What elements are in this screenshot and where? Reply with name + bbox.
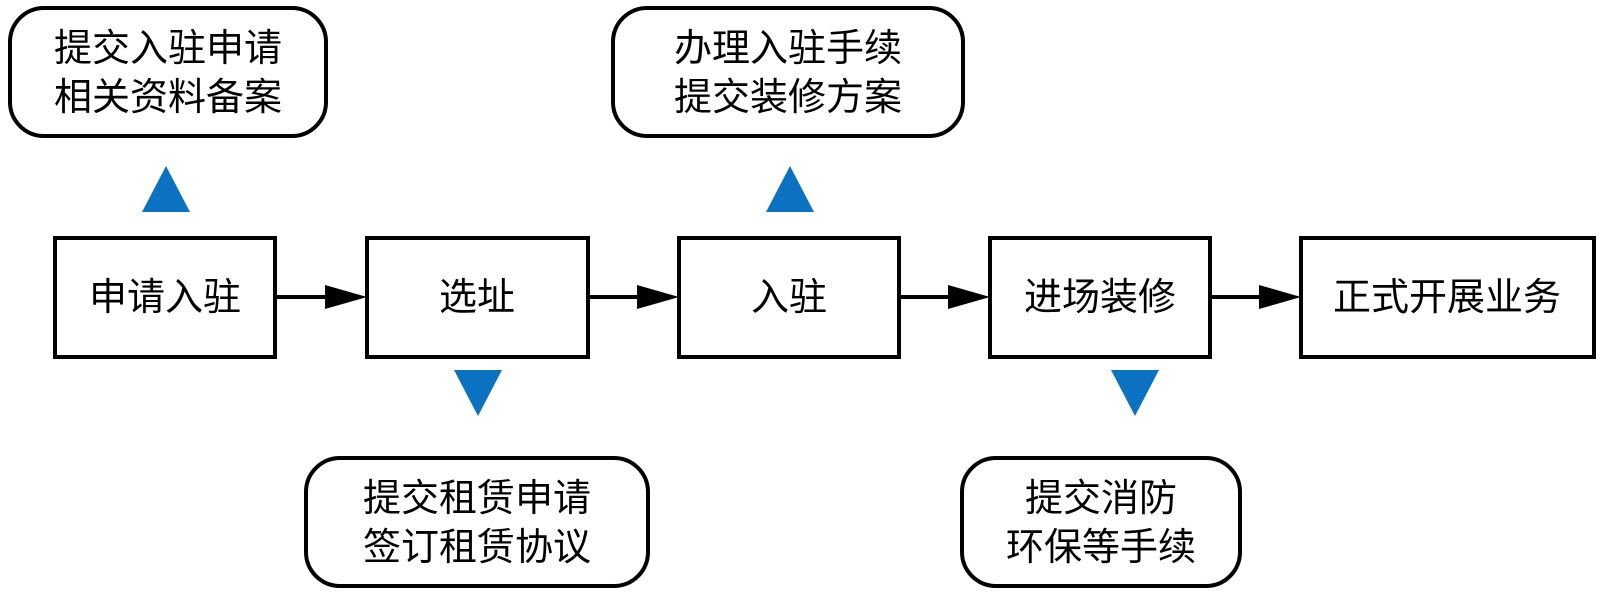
step-start-business: 正式开展业务 bbox=[1299, 236, 1596, 359]
note-enter-line2: 提交装修方案 bbox=[674, 75, 902, 119]
arrow-apply-to-site bbox=[275, 285, 367, 309]
arrow-site-to-enter bbox=[588, 285, 679, 309]
step-site-selection: 选址 bbox=[365, 236, 590, 359]
arrow-renovation-to-business bbox=[1210, 285, 1301, 309]
note-renovate: 提交消防 环保等手续 bbox=[960, 456, 1242, 588]
step-renovation-label: 进场装修 bbox=[1024, 275, 1176, 319]
pointer-down-site bbox=[454, 370, 502, 416]
step-renovation: 进场装修 bbox=[988, 236, 1212, 359]
note-site: 提交租赁申请 签订租赁协议 bbox=[304, 456, 650, 588]
step-site-selection-label: 选址 bbox=[439, 275, 515, 319]
pointer-up-apply bbox=[142, 166, 190, 212]
step-enter-label: 入驻 bbox=[751, 275, 827, 319]
note-renovate-line1: 提交消防 bbox=[1025, 476, 1177, 520]
note-apply: 提交入驻申请 相关资料备案 bbox=[8, 6, 328, 138]
note-apply-line1: 提交入驻申请 bbox=[54, 26, 282, 70]
pointer-up-enter bbox=[766, 166, 814, 212]
step-enter: 入驻 bbox=[677, 236, 901, 359]
step-apply: 申请入驻 bbox=[53, 236, 277, 359]
note-enter-line1: 办理入驻手续 bbox=[674, 26, 902, 70]
note-apply-line2: 相关资料备案 bbox=[54, 75, 282, 119]
note-site-line2: 签订租赁协议 bbox=[363, 525, 591, 569]
note-enter: 办理入驻手续 提交装修方案 bbox=[611, 6, 965, 138]
arrow-enter-to-renovation bbox=[899, 285, 990, 309]
note-site-line1: 提交租赁申请 bbox=[363, 476, 591, 520]
pointer-down-renovation bbox=[1111, 370, 1159, 416]
step-start-business-label: 正式开展业务 bbox=[1333, 275, 1561, 319]
note-renovate-line2: 环保等手续 bbox=[1006, 525, 1196, 569]
step-apply-label: 申请入驻 bbox=[89, 275, 241, 319]
